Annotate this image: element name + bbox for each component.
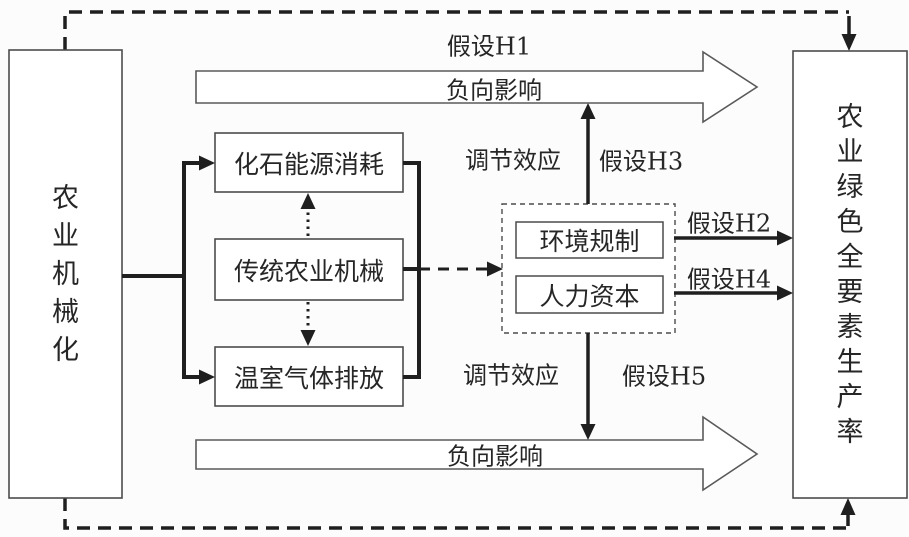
environmental-regulation-box-border [515, 221, 664, 259]
hypothesis-h3-label: 假设H3 [598, 147, 684, 176]
independent-variable-label: 农业机械化 [52, 182, 79, 366]
dotted-arrow-up-head-icon [300, 193, 316, 209]
independent-variable-box-border [8, 49, 123, 499]
environmental-regulation-box: 环境规制 [539, 227, 640, 256]
negative-impact-bottom-label: 负向影响 [447, 442, 543, 471]
h4-arrowhead-icon [777, 285, 793, 301]
dashed-frame-bottom [63, 498, 848, 530]
dashed-frame-top [63, 10, 849, 50]
hypothesis-h5-label: 假设H5 [621, 362, 707, 391]
h3-arrowhead-icon [580, 103, 596, 119]
hypothesis-h2-label: 假设H2 [686, 209, 772, 238]
greenhouse-gas-box: 温室气体排放 [233, 363, 384, 393]
dependent-variable-box: 农业绿色全要素生产率 [793, 51, 907, 498]
frame-bottom-arrowhead-icon [840, 498, 856, 515]
arrow-to-fossil-head-icon [199, 155, 215, 171]
human-capital-box-border [515, 275, 664, 314]
moderating-effect-bottom-label: 调节效应 [463, 361, 559, 390]
dotted-arrow-down-head-icon [300, 330, 316, 346]
dependent-variable-box-border [792, 50, 908, 499]
human-capital-box: 人力资本 [539, 281, 640, 311]
fossil-energy-box: 化石能源消耗 [233, 149, 384, 179]
moderating-effect-top-label: 调节效应 [465, 146, 561, 175]
hypothesis-h4-label: 假设H4 [686, 265, 772, 294]
greenhouse-gas-box-border [214, 346, 404, 407]
dependent-variable-label: 农业绿色全要素生产率 [836, 101, 864, 448]
h5-arrowhead-icon [580, 424, 596, 440]
arrow-to-greenhouse-head-icon [199, 369, 215, 385]
negative-impact-top-arrow-icon [195, 50, 759, 124]
hypothesis-h1-label: 假设H1 [446, 32, 532, 61]
traditional-machinery-box: 传统农业机械 [233, 256, 384, 286]
independent-variable-box: 农业机械化 [9, 50, 122, 498]
h2-arrowhead-icon [777, 230, 793, 246]
frame-top-arrowhead-icon [841, 34, 857, 51]
mediators-to-moderators-arrowhead-icon [487, 261, 503, 277]
negative-impact-top-label: 负向影响 [446, 76, 542, 105]
negative-impact-bottom-arrow-icon [195, 415, 759, 492]
